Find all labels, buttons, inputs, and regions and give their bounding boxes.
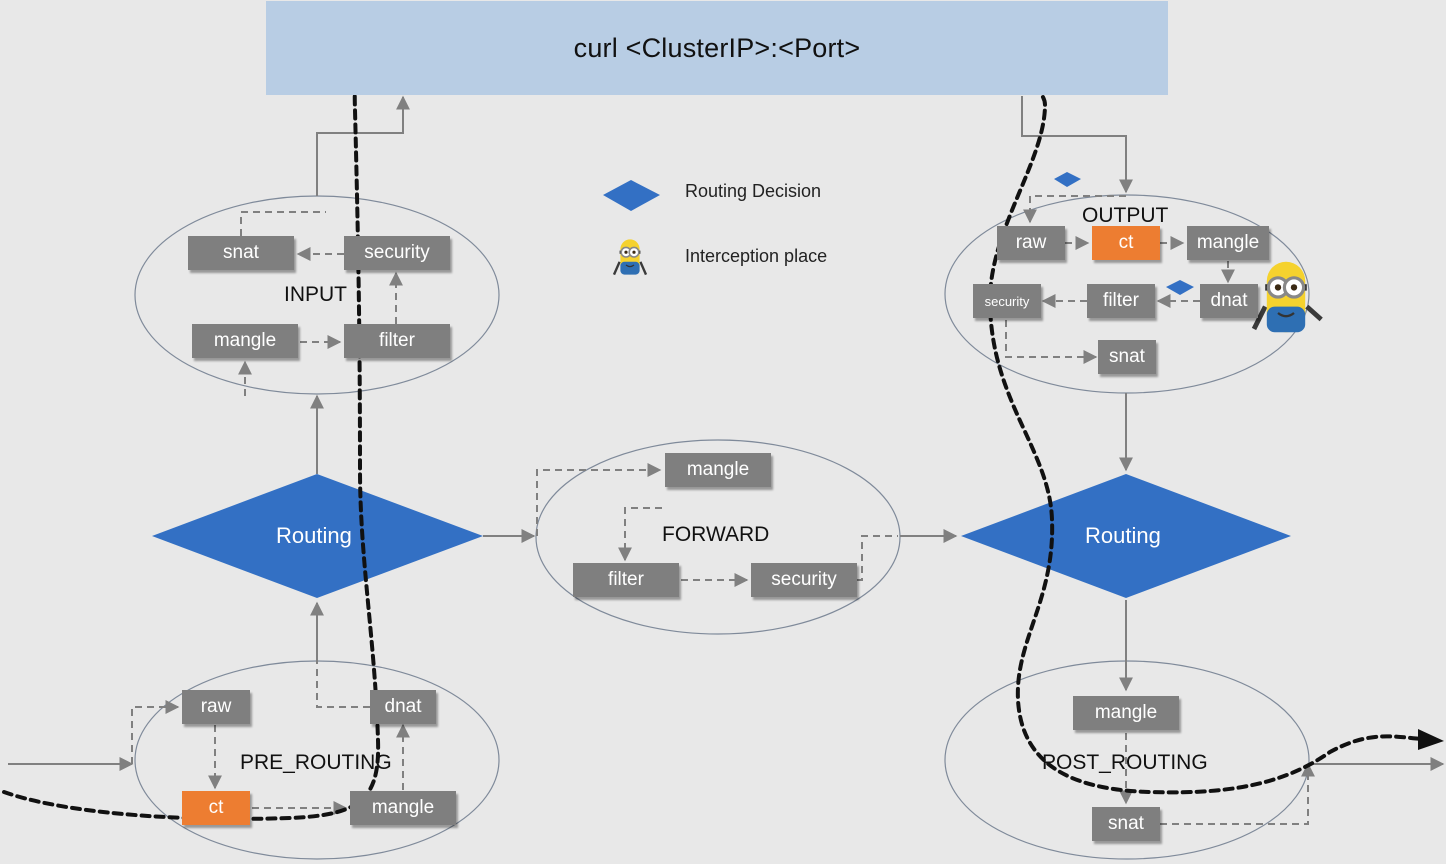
prerouting-dnat-box: dnat (370, 690, 436, 724)
forward-filter-box: filter (573, 563, 679, 597)
postrouting-mangle-box: mangle (1073, 696, 1179, 730)
prerouting-mangle-box: mangle (350, 791, 456, 825)
minion-icon (1251, 261, 1323, 333)
prerouting-chain-label: PRE_ROUTING (240, 751, 392, 774)
minion-icon (612, 239, 648, 276)
input-security-box: security (344, 236, 450, 270)
curl-command-banner: curl <ClusterIP>:<Port> (266, 1, 1168, 95)
legend-routing-decision: Routing Decision (685, 181, 822, 201)
forward-mangle-box: mangle (665, 453, 771, 487)
packet-path-arrowhead-right (1418, 729, 1444, 750)
forward-security-box: security (751, 563, 857, 597)
input-snat-box: snat (188, 236, 294, 270)
output-mangle-box: mangle (1187, 226, 1269, 260)
input-mangle-box: mangle (192, 324, 298, 358)
prerouting-raw-box: raw (182, 690, 250, 724)
postrouting-snat-box: snat (1092, 807, 1160, 841)
input-filter-box: filter (344, 324, 450, 358)
output-raw-box: raw (997, 226, 1065, 260)
diamond-icon (1166, 280, 1194, 295)
prerouting-ct-box: ct (182, 791, 250, 825)
output-snat-box: snat (1098, 340, 1156, 374)
output-dnat-box: dnat (1200, 284, 1258, 318)
routing-left-label: Routing (276, 523, 352, 548)
routing-right-label: Routing (1085, 523, 1161, 548)
diamond-icon (603, 180, 660, 211)
output-security-box: security (973, 284, 1041, 318)
diamond-icon (1054, 172, 1081, 187)
postrouting-chain-label: POST_ROUTING (1042, 751, 1208, 774)
forward-chain-label: FORWARD (662, 523, 770, 546)
solid-flow-lines (8, 95, 1445, 771)
output-filter-box: filter (1087, 284, 1155, 318)
legend-interception-place: Interception place (685, 246, 828, 266)
routing-left-diamond (152, 474, 483, 598)
input-chain-label: INPUT (284, 283, 347, 306)
output-ct-box: ct (1092, 226, 1160, 260)
dashed-flow-lines (131, 195, 1315, 825)
curl-command: curl <ClusterIP>:<Port> (573, 32, 861, 63)
output-chain-label: OUTPUT (1082, 204, 1169, 227)
routing-right-diamond (961, 474, 1291, 598)
